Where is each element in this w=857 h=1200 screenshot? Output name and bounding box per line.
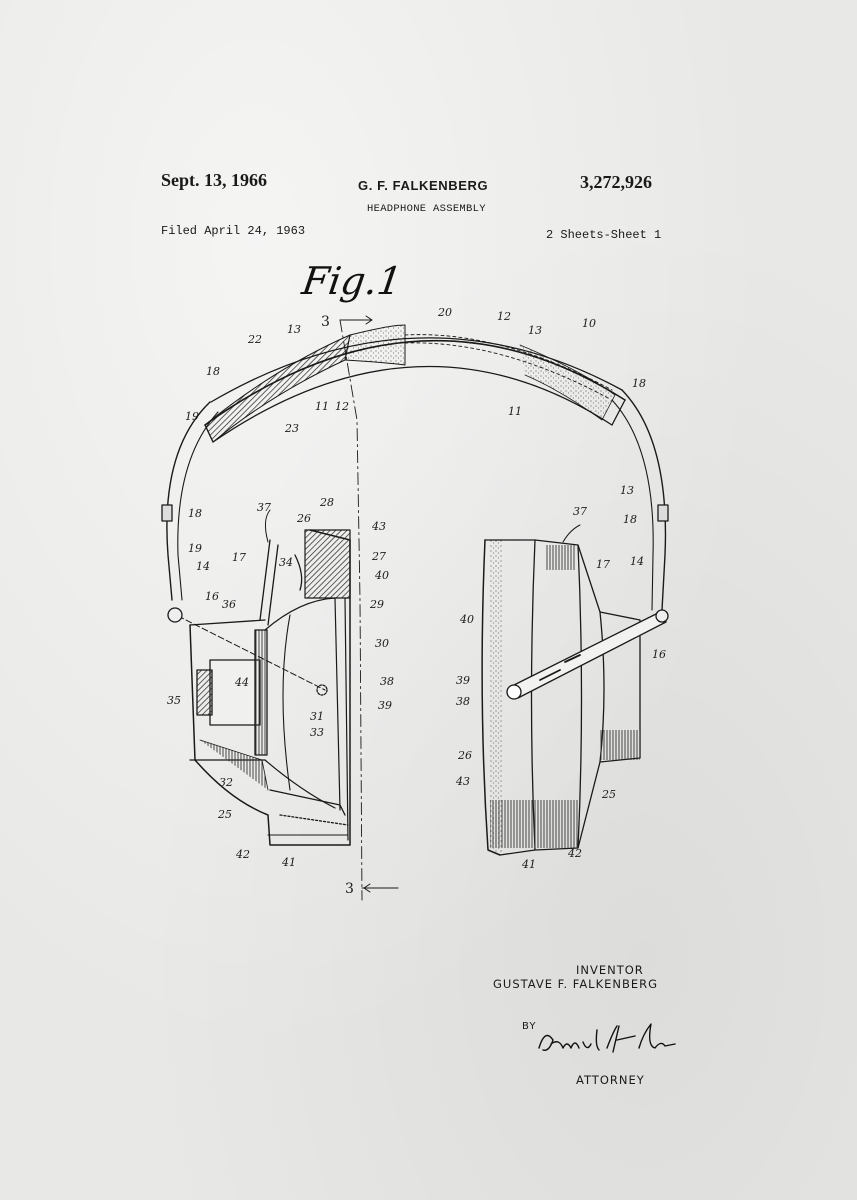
ref-39: 39 (456, 674, 470, 687)
ref-37: 37 (257, 501, 271, 514)
ref-28: 28 (319, 496, 334, 509)
ref-33: 33 (310, 726, 324, 739)
ref-25: 25 (217, 808, 232, 821)
ref-34: 34 (279, 556, 293, 569)
ref-29: 29 (369, 598, 384, 611)
ref-22: 22 (247, 333, 262, 346)
ref-13: 13 (287, 323, 301, 336)
ref-44: 44 (234, 676, 249, 689)
ref-20: 20 (437, 306, 452, 319)
ref-13: 13 (620, 484, 634, 497)
ref-23: 23 (284, 422, 299, 435)
section-label-top: 3 (321, 314, 330, 330)
ref-18: 18 (206, 365, 220, 378)
ref-36: 36 (222, 598, 236, 611)
ref-27: 27 (371, 550, 386, 563)
ref-17: 17 (232, 551, 246, 564)
ref-19: 19 (185, 410, 199, 423)
inventor-name: GUSTAVE F. FALKENBERG (493, 977, 659, 991)
ref-18: 18 (623, 513, 637, 526)
inventor-label: INVENTOR (576, 963, 644, 977)
attorney-signature (538, 1023, 676, 1053)
ref-26: 26 (457, 749, 472, 762)
ref-14: 14 (196, 560, 210, 573)
ref-40: 40 (374, 569, 389, 582)
ref-11: 11 (315, 400, 329, 413)
ref-26: 26 (296, 512, 311, 525)
patent-date: Sept. 13, 1966 (161, 170, 268, 190)
ref-38: 38 (380, 675, 394, 688)
ref-41: 41 (281, 856, 296, 869)
ref-42: 42 (567, 847, 582, 860)
ref-37: 37 (573, 505, 587, 518)
inventor-header: G. F. FALKENBERG (358, 178, 489, 193)
ref-18: 18 (632, 377, 646, 390)
attorney-label: ATTORNEY (576, 1073, 645, 1087)
figure-label: Fig.1 (298, 260, 404, 304)
ref-25: 25 (601, 788, 616, 801)
ref-19: 19 (188, 542, 202, 555)
ref-10: 10 (582, 317, 596, 330)
ref-12: 12 (335, 400, 349, 413)
ref-18: 18 (188, 507, 202, 520)
ref-42: 42 (235, 848, 250, 861)
ref-35: 35 (167, 694, 181, 707)
ref-39: 39 (378, 699, 392, 712)
ref-43: 43 (455, 775, 470, 788)
ref-14: 14 (630, 555, 644, 568)
ref-16: 16 (205, 590, 219, 603)
ref-43: 43 (371, 520, 386, 533)
ref-11: 11 (508, 405, 522, 418)
ref-31: 31 (310, 710, 324, 723)
patent-title: HEADPHONE ASSEMBLY (367, 203, 486, 215)
ref-13: 13 (528, 324, 542, 337)
section-label-bottom: 3 (345, 881, 354, 897)
ref-17: 17 (596, 558, 610, 571)
ref-16: 16 (652, 648, 666, 661)
patent-number: 3,272,926 (580, 172, 652, 192)
sheet-count: 2 Sheets-Sheet 1 (546, 228, 662, 242)
ref-12: 12 (497, 310, 511, 323)
ref-30: 30 (375, 637, 389, 650)
ref-38: 38 (456, 695, 470, 708)
ref-40: 40 (459, 613, 474, 626)
ref-32: 32 (219, 776, 233, 789)
by-label: BY (522, 1021, 537, 1032)
filed-date: Filed April 24, 1963 (161, 224, 306, 238)
ref-41: 41 (521, 858, 536, 871)
